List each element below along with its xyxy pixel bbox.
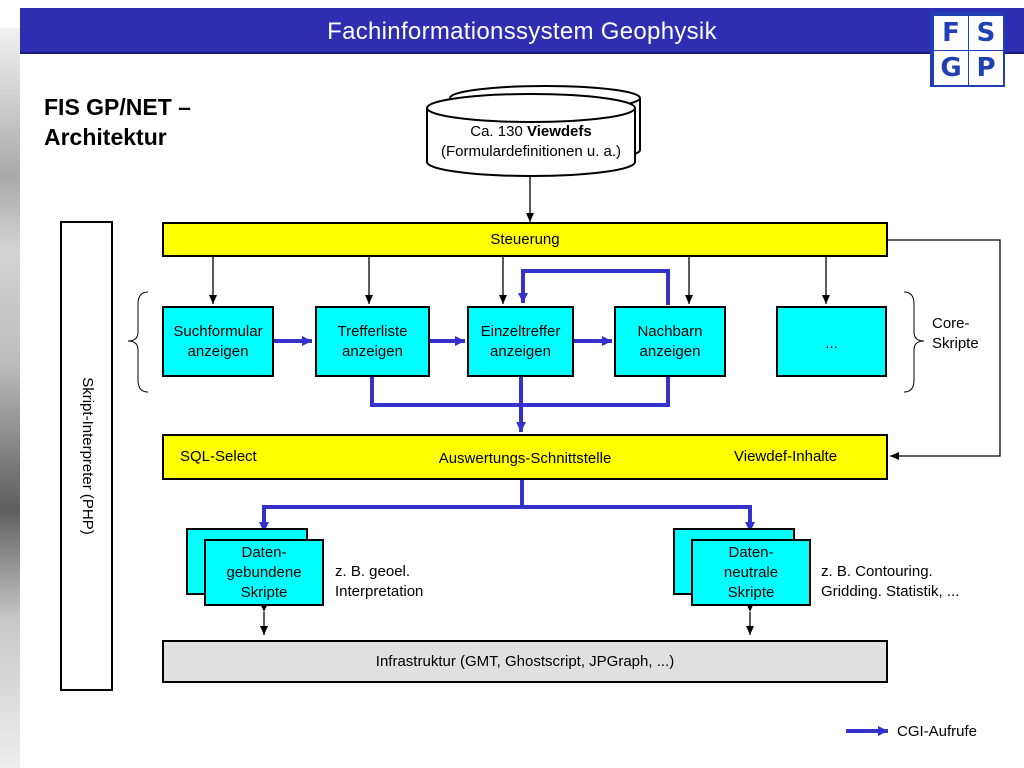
arrow-steuerung-to-viewdef (887, 239, 1001, 460)
daten-neutrale-skripte-box: Daten- neutrale Skripte (691, 539, 811, 606)
legend-cgi-label: CGI-Aufrufe (897, 723, 978, 740)
script-box-label: neutrale (723, 563, 779, 581)
sql-select-label: SQL-Select (180, 448, 257, 465)
core-box-label: Suchformular (173, 322, 263, 340)
core-box-label: anzeigen (342, 342, 403, 360)
script-box-label: Daten- (728, 543, 774, 561)
core-box-suchformular: Suchformular anzeigen (162, 306, 274, 377)
daten-gebundene-skripte-box: Daten- gebundene Skripte (204, 539, 324, 606)
page-title: Fachinformationssystem Geophysik (327, 18, 717, 45)
core-box-nachbarn: Nachbarn anzeigen (614, 306, 726, 377)
core-box-label: Nachbarn (637, 322, 703, 340)
core-box-label: ... (825, 335, 838, 352)
example-line: z. B. Contouring. (821, 563, 933, 580)
title-bar (20, 8, 1024, 54)
core-box-label: Einzeltreffer (480, 322, 561, 340)
steuerung-box: Steuerung (162, 222, 888, 257)
script-box-label: gebundene (226, 563, 302, 581)
script-box-label: Skripte (727, 583, 775, 601)
infrastruktur-box: Infrastruktur (GMT, Ghostscript, JPGraph… (162, 640, 888, 683)
core-box-label: anzeigen (187, 342, 249, 360)
core-box-label: anzeigen (639, 342, 701, 360)
viewdefs-title: Viewdefs (526, 123, 592, 140)
heading-line-2: Architektur (44, 124, 167, 150)
core-box-einzeltreffer: Einzeltreffer anzeigen (467, 306, 574, 377)
side-gradient-strip (0, 28, 20, 768)
slide-heading: FIS GP/NET – Architektur (44, 92, 304, 152)
viewdefs-count: Ca. 130 (470, 123, 527, 140)
core-label-line: Skripte (932, 335, 979, 352)
core-box-label: Trefferliste (337, 322, 408, 340)
example-line: z. B. geoel. (335, 563, 411, 580)
viewdefs-subtitle: (Formulardefinitionen u. a.) (440, 143, 622, 160)
viewdefs-database-icon (426, 93, 636, 177)
viewdef-inhalte-label: Viewdef-Inhalte (734, 448, 838, 465)
steuerung-label: Steuerung (490, 230, 560, 248)
script-interpreter-label: Skript-Interpreter (PHP) (78, 377, 96, 535)
logo-letter-s: S (969, 16, 1003, 50)
core-label-line: Core- (932, 315, 970, 332)
example-right-label: z. B. Contouring. Gridding. Statistik, .… (821, 562, 959, 602)
script-box-label: Daten- (241, 543, 287, 561)
fis-gp-logo: F S G P (930, 12, 1005, 87)
example-line: Gridding. Statistik, ... (821, 583, 960, 600)
heading-line-1: FIS GP/NET – (44, 94, 191, 120)
logo-letter-f: F (934, 16, 968, 50)
script-interpreter-box: Skript-Interpreter (PHP) (60, 221, 113, 691)
logo-letter-p: P (969, 51, 1003, 85)
core-box-trefferliste: Trefferliste anzeigen (315, 306, 430, 377)
infrastruktur-label: Infrastruktur (GMT, Ghostscript, JPGraph… (375, 652, 675, 670)
example-line: Interpretation (335, 583, 424, 600)
auswertung-label: Auswertungs-Schnittstelle (438, 450, 612, 467)
logo-letter-g: G (934, 51, 968, 85)
auswertung-box: SQL-Select Auswertungs-Schnittstelle Vie… (162, 434, 888, 480)
viewdefs-label: Ca. 130 Viewdefs (Formulardefinitionen u… (427, 122, 635, 162)
core-scripts-label: Core- Skripte (932, 314, 979, 354)
example-left-label: z. B. geoel. Interpretation (335, 562, 423, 602)
core-box-label: anzeigen (490, 342, 551, 360)
script-box-label: Skripte (240, 583, 288, 601)
core-box-more: ... (776, 306, 887, 377)
